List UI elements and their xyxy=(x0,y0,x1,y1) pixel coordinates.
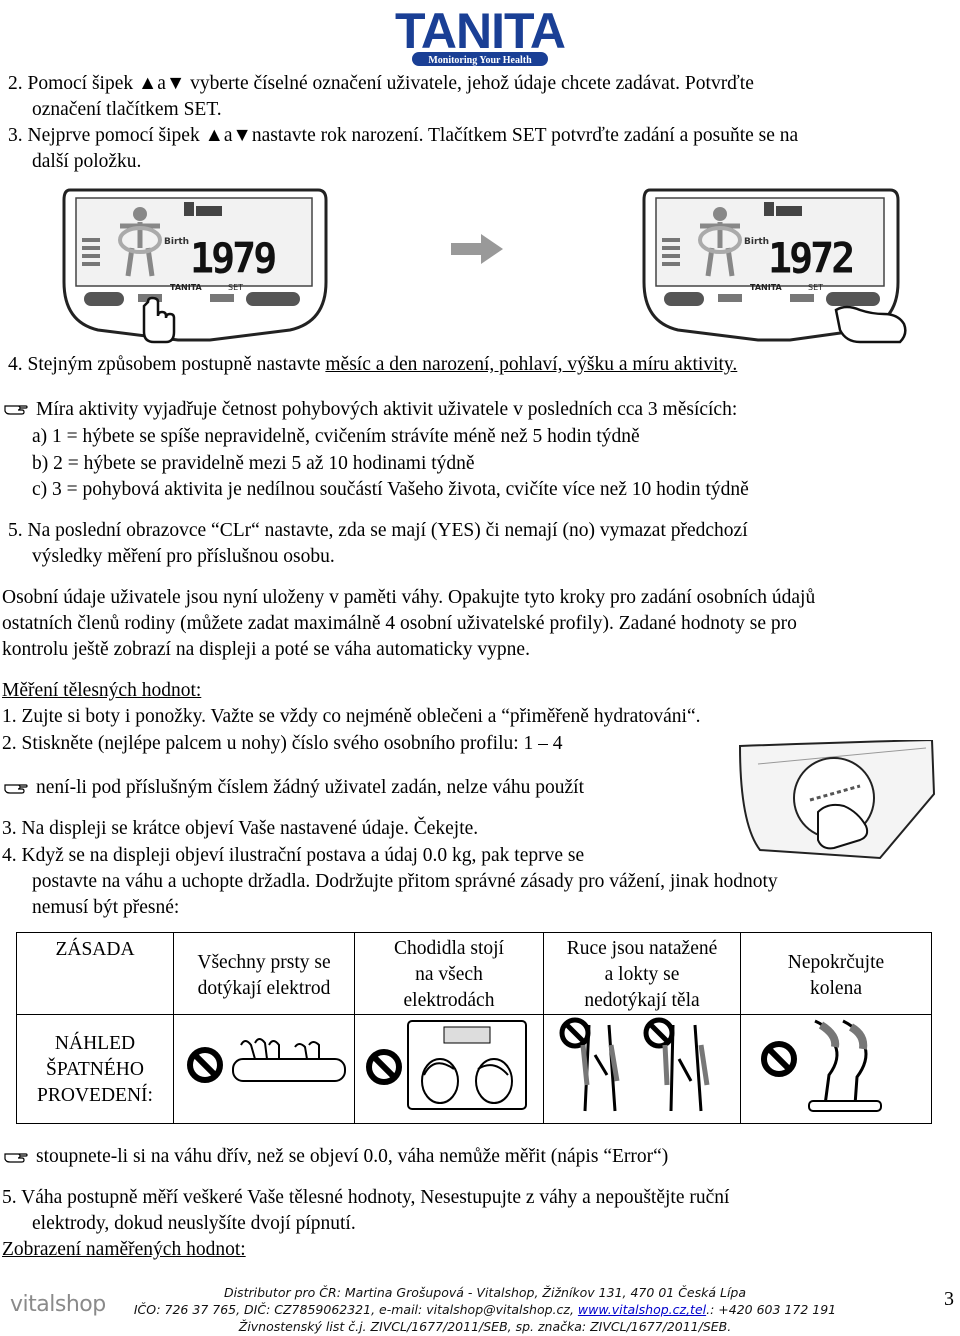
measure-step-4-line-1: 4. Když se na displeji objeví ilustrační… xyxy=(2,845,585,866)
activity-c: c) 3 = pohybová aktivita je nedílnou sou… xyxy=(32,479,749,500)
rules-cell-text: Ruce jsou natažené xyxy=(566,938,718,959)
no-sign-icon xyxy=(643,1017,675,1049)
display-brand-label: TANITA xyxy=(170,283,203,292)
rules-header-text: ŠPATNÉHO xyxy=(46,1059,144,1080)
measure-step-4-line-3: nemusí být přesné: xyxy=(32,897,180,918)
rules-cell-text: na všech xyxy=(415,964,483,985)
rules-cell-text: dotýkají elektrod xyxy=(197,978,331,999)
measure-step-3: 3. Na displeji se krátce objeví Vaše nas… xyxy=(2,818,479,839)
footer-line-2: IČO: 726 37 765, DIČ: CZ7859062321, e-ma… xyxy=(0,1302,960,1317)
rules-cell-feet: Chodidla stojí na všech elektrodách xyxy=(354,932,544,1015)
display-top-label: Birth xyxy=(164,237,189,247)
rules-cell-text: kolena xyxy=(810,978,862,999)
measure-step-1: 1. Zujte si boty i ponožky. Važte se vžd… xyxy=(2,706,701,727)
step-5-clr-line-1: 5. Na poslední obrazovce “CLr“ nastavte,… xyxy=(8,520,748,541)
rules-row-header-wrong: NÁHLED ŠPATNÉHO PROVEDENÍ: xyxy=(16,1014,174,1124)
wrong-knees-illustration xyxy=(740,1014,932,1124)
vitalshop-brand: vitalshop xyxy=(10,1292,106,1317)
rules-cell-text: Chodidla stojí xyxy=(394,938,504,959)
rules-cell-text: a lokty se xyxy=(604,964,680,985)
display-set-label: SET xyxy=(808,283,823,292)
arrow-right-icon xyxy=(451,234,503,264)
activity-b: b) 2 = hýbete se pravidelně mezi 5 až 10… xyxy=(32,453,475,474)
rules-row-header: ZÁSADA xyxy=(16,932,174,1015)
step-3-line-2: další položku. xyxy=(32,151,142,172)
logo-tagline: Monitoring Your Health xyxy=(428,55,532,66)
rules-cell-text: nedotýkají těla xyxy=(584,990,700,1011)
activity-intro: Míra aktivity vyjadřuje četnost pohybový… xyxy=(36,399,738,420)
no-sign-icon xyxy=(761,1041,797,1077)
display-top-label: Birth xyxy=(744,237,769,247)
weighing-rules-table: ZÁSADA Všechny prsty se dotýkají elektro… xyxy=(16,932,932,1124)
step-2-line-2: označení tlačítkem SET. xyxy=(32,99,222,120)
rules-cell-text: elektrodách xyxy=(403,990,495,1011)
results-heading: Zobrazení naměřených hodnot: xyxy=(2,1239,246,1260)
rules-header-text: PROVEDENÍ: xyxy=(37,1085,153,1106)
footer-contact: IČO: 726 37 765, DIČ: CZ7859062321, e-ma… xyxy=(133,1302,578,1317)
step-4-underlined: měsíc a den narození, pohlaví, výšku a m… xyxy=(325,354,738,375)
footer-line-1: Distributor pro ČR: Martina Grošupová - … xyxy=(223,1285,747,1300)
pointing-hand-icon xyxy=(834,305,907,344)
no-sign-icon xyxy=(366,1049,402,1085)
display-brand-label: TANITA xyxy=(750,283,783,292)
rules-header-correct: ZÁSADA xyxy=(55,939,135,960)
footer-line-3: Živnostenský list č.j. ZIVCL/1677/2011/S… xyxy=(238,1319,732,1334)
footer-website-link[interactable]: www.vitalshop.cz,tel xyxy=(577,1302,707,1317)
display-illustration-1979: Birth 1979 TANITA SET xyxy=(60,182,328,344)
pointing-hand-icon xyxy=(4,784,28,794)
rules-cell-text: Nepokrčujte xyxy=(787,952,885,973)
wrong-grip-illustration xyxy=(173,1014,355,1124)
page-number: 3 xyxy=(944,1288,954,1310)
measure-step-2: 2. Stiskněte (nejlépe palcem u nohy) čís… xyxy=(2,733,563,754)
no-sign-icon xyxy=(187,1047,223,1083)
display-year-value: 1972 xyxy=(768,233,853,282)
no-sign-icon xyxy=(559,1017,591,1049)
rules-cell-knees: Nepokrčujte kolena xyxy=(740,932,932,1015)
rules-cell-fingers: Všechny prsty se dotýkají elektrod xyxy=(173,932,355,1015)
step-3-line-1: 3. Nejprve pomocí šipek ▲a▼nastavte rok … xyxy=(8,125,799,146)
saved-line-1: Osobní údaje uživatele jsou nyní uloženy… xyxy=(2,587,816,608)
step-5-measure-line-2: elektrody, dokud neuslyšíte dvojí pípnut… xyxy=(32,1213,356,1234)
display-illustration-1972: Birth 1972 TANITA SET xyxy=(640,182,908,348)
step-5-clr-line-2: výsledky měření pro příslušnou osobu. xyxy=(32,546,335,567)
error-note: stoupnete-li si na váhu dřív, než se obj… xyxy=(36,1146,669,1167)
step-4: 4. Stejným způsobem postupně nastavte mě… xyxy=(8,352,737,378)
scale-button-press-illustration xyxy=(738,740,936,860)
display-set-label: SET xyxy=(228,283,243,292)
tanita-logo: TANITA Monitoring Your Health xyxy=(395,3,566,66)
activity-a: a) 1 = hýbete se spíše nepravidelně, cvi… xyxy=(32,426,640,447)
measure-heading: Měření tělesných hodnot: xyxy=(2,680,202,701)
pointing-hand-icon xyxy=(4,405,28,415)
wrong-feet-illustration xyxy=(354,1014,544,1124)
logo-brand: TANITA xyxy=(395,3,565,59)
measure-step-4-line-2: postavte na váhu a uchopte držadla. Dodr… xyxy=(32,871,778,892)
rules-cell-arms: Ruce jsou natažené a lokty se nedotýkají… xyxy=(543,932,741,1015)
footer-phone: .: +420 603 172 191 xyxy=(706,1302,837,1317)
rules-header-text: NÁHLED xyxy=(54,1033,136,1054)
saved-line-2: ostatních členů rodiny (můžete zadat max… xyxy=(2,613,797,634)
step-2-line-1: 2. Pomocí šipek ▲a▼ vyberte číselné ozna… xyxy=(8,73,754,94)
measure-note: není-li pod příslušným číslem žádný uživ… xyxy=(36,777,584,798)
pointing-hand-icon xyxy=(4,1153,28,1163)
vitalshop-logo: vitalshop xyxy=(10,1292,106,1317)
wrong-arms-illustration xyxy=(543,1014,741,1124)
step-4-prefix: 4. Stejným způsobem postupně nastavte xyxy=(8,354,326,375)
display-year-value: 1979 xyxy=(190,233,276,282)
pointing-hand-icon xyxy=(142,296,176,344)
rules-cell-text: Všechny prsty se xyxy=(197,952,331,973)
step-5-measure-line-1: 5. Váha postupně měří veškeré Vaše těles… xyxy=(2,1187,730,1208)
saved-line-3: kontrolu ještě zobrazí na displeji a pot… xyxy=(2,639,530,660)
